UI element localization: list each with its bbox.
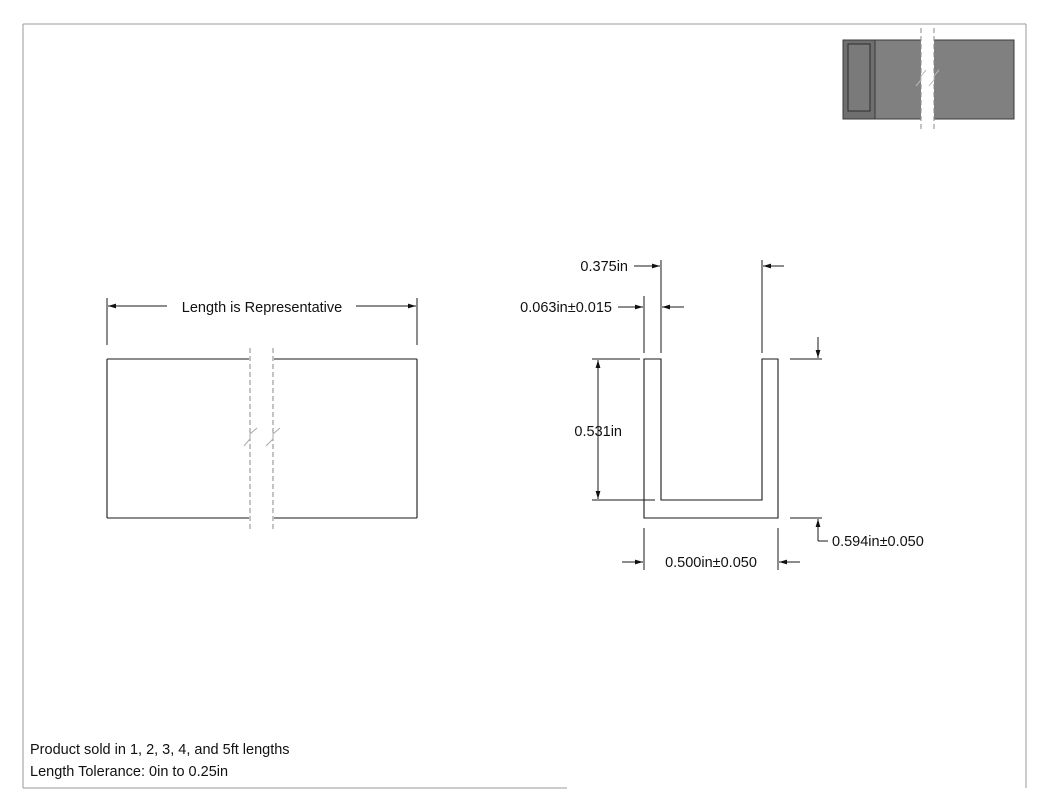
note-tolerance: Length Tolerance: 0in to 0.25in bbox=[30, 764, 228, 780]
break-symbols bbox=[243, 427, 281, 447]
dim-wall-thickness: 0.063in±0.015 bbox=[520, 300, 612, 316]
dim-outer-height: 0.594in±0.050 bbox=[832, 534, 924, 550]
dim-outer-width: 0.500in±0.050 bbox=[665, 555, 757, 571]
isometric-thumbnail bbox=[842, 28, 1015, 132]
dim-inner-depth: 0.531in bbox=[574, 424, 622, 440]
length-representative-label: Length is Representative bbox=[182, 300, 342, 316]
break-lines bbox=[249, 348, 274, 529]
dim-inner-width: 0.375in bbox=[580, 259, 628, 275]
channel-profile bbox=[643, 358, 779, 519]
side-view-outline bbox=[106, 358, 418, 519]
dimension-lines bbox=[592, 260, 828, 570]
note-lengths: Product sold in 1, 2, 3, 4, and 5ft leng… bbox=[30, 742, 290, 758]
length-dimension bbox=[106, 298, 418, 345]
profile-view: 0.375in 0.063in±0.015 0.531in 0.594in±0.… bbox=[520, 259, 924, 571]
notes: Product sold in 1, 2, 3, 4, and 5ft leng… bbox=[30, 742, 290, 780]
side-view: Length is Representative bbox=[106, 298, 418, 529]
sheet-border bbox=[22, 23, 1027, 789]
